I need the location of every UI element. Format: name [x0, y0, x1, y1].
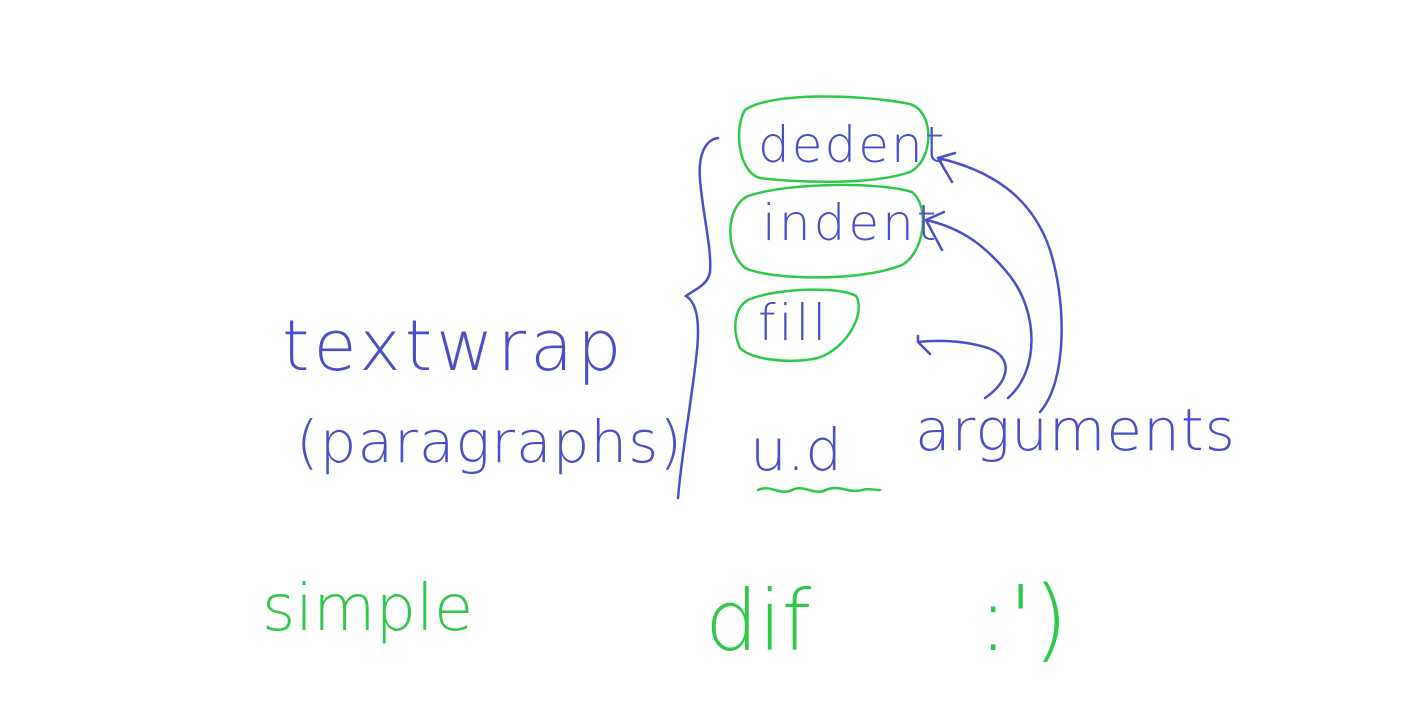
arguments-label: arguments: [915, 396, 1236, 464]
fill-loop: [734, 288, 861, 363]
func-fill-label: fill: [758, 294, 829, 352]
ud-squiggle: [756, 486, 882, 493]
smiley-label: :'): [978, 567, 1068, 672]
arrow-to-fill-head: [916, 334, 932, 356]
ud-label: u.d: [750, 416, 842, 484]
arrow-to-dedent-head: [936, 151, 957, 184]
arrow-to-indent: [924, 218, 1033, 400]
func-indent-label: indent: [762, 194, 939, 252]
main-topic-sublabel: (paragraphs): [296, 408, 683, 476]
main-topic-label: textwrap: [282, 305, 626, 387]
dif-label: dif: [705, 572, 812, 670]
dedent-loop: [737, 95, 930, 184]
curly-brace: [676, 136, 720, 500]
arrow-to-dedent: [936, 156, 1063, 414]
arrow-to-indent-head: [924, 210, 946, 252]
simple-label: simple: [262, 572, 473, 646]
arrow-to-fill: [916, 339, 1007, 400]
indent-loop: [729, 183, 925, 279]
func-dedent-label: dedent: [758, 116, 946, 174]
